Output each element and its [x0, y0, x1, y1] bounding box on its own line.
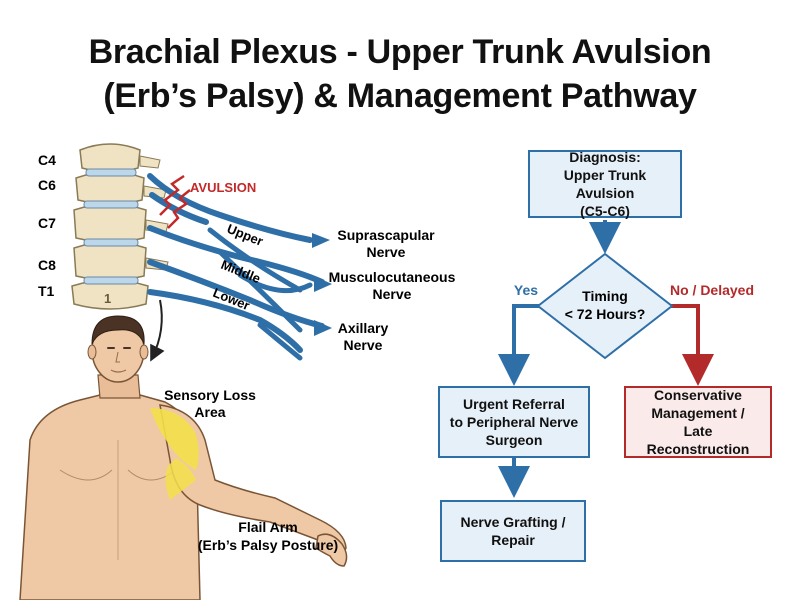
flowchart-connectors — [498, 220, 714, 498]
conservative-line-1: Conservative — [654, 387, 742, 403]
grafting-line-2: Repair — [491, 532, 535, 548]
urgent-line-2: to Peripheral Nerve — [449, 414, 579, 430]
nerve-roots — [147, 173, 325, 361]
diagnosis-line-3: (C5-C6) — [580, 203, 630, 219]
human-figure — [19, 315, 348, 600]
vertebra-number: 1 — [104, 291, 111, 306]
diagnosis-box: Diagnosis: Upper Trunk Avulsion (C5-C6) — [528, 149, 682, 219]
suprascapular-arrowhead — [312, 233, 330, 248]
vertebra-label-c7: C7 — [38, 215, 56, 231]
diagnosis-line-1: Diagnosis: — [569, 149, 641, 165]
avulsion-label: AVULSION — [190, 180, 256, 195]
yes-arrow — [498, 304, 540, 386]
urgent-referral-box: Urgent Referral to Peripheral Nerve Surg… — [438, 386, 590, 458]
sensory-loss-label-line2: Area — [194, 404, 225, 420]
grafting-line-1: Nerve Grafting / — [460, 514, 566, 530]
avulsion-marker — [159, 174, 191, 229]
diagnosis-line-2: Upper Trunk Avulsion — [563, 167, 647, 201]
axillary-arrowhead — [314, 320, 332, 336]
urgent-line-1: Urgent Referral — [463, 396, 565, 412]
sensory-loss-label-line1: Sensory Loss — [164, 387, 256, 403]
diagram-title: Brachial Plexus - Upper Trunk Avulsion (… — [0, 30, 800, 118]
yes-label: Yes — [514, 282, 538, 298]
vertebra-label-c4: C4 — [38, 152, 56, 168]
suprascapular-label-line2: Nerve — [367, 244, 406, 260]
vertebra-label-t1: T1 — [38, 283, 55, 299]
axillary-label-line2: Nerve — [344, 337, 383, 353]
axillary-label-line1: Axillary — [338, 320, 389, 336]
spine-to-body-arrow — [150, 299, 165, 362]
title-line-1: Brachial Plexus - Upper Trunk Avulsion — [88, 33, 712, 71]
flail-arm-label-line2: (Erb’s Palsy Posture) — [198, 537, 338, 553]
nerve-grafting-box: Nerve Grafting / Repair — [440, 500, 586, 562]
conservative-line-2: Management / — [651, 405, 745, 421]
vertebra-c7 — [73, 203, 147, 243]
musculocutaneous-label-line1: Musculocutaneous — [329, 269, 456, 285]
vertebra-c6 — [75, 171, 145, 205]
vertebra-label-c6: C6 — [38, 177, 56, 193]
title-line-2: (Erb’s Palsy) & Management Pathway — [103, 77, 697, 115]
conservative-management-box: Conservative Management / Late Reconstru… — [624, 386, 772, 458]
flail-arm-label-line1: Flail Arm — [238, 519, 297, 535]
conservative-line-3: Late Reconstruction — [646, 423, 750, 457]
no-arrow — [670, 304, 714, 386]
decision-label-line2: < 72 Hours? — [565, 306, 646, 322]
no-label: No / Delayed — [670, 282, 754, 298]
musculocutaneous-arrowhead — [314, 276, 332, 292]
musculocutaneous-label-line2: Nerve — [373, 286, 412, 302]
vertebra-c4 — [79, 143, 141, 173]
vertebra-c8 — [73, 241, 147, 281]
decision-label-line1: Timing — [582, 288, 628, 304]
vertebra-label-c8: C8 — [38, 257, 56, 273]
suprascapular-label-line1: Suprascapular — [337, 227, 435, 243]
urgent-line-3: Surgeon — [485, 432, 543, 448]
decision-diamond — [536, 252, 674, 360]
